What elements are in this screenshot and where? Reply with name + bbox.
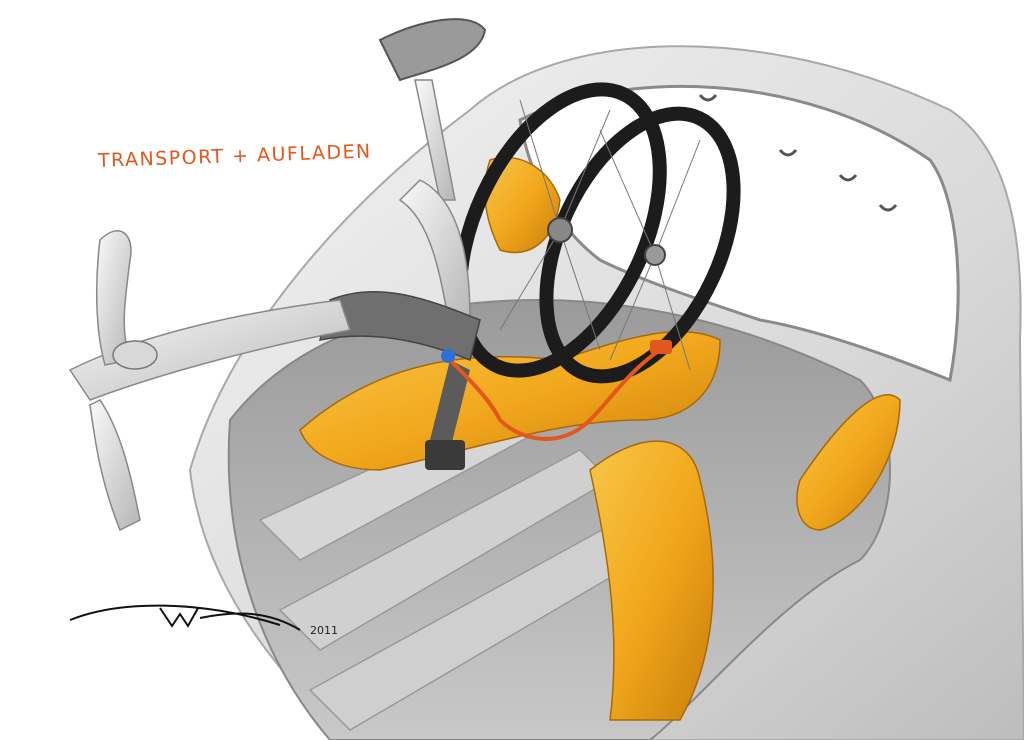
charging-plug-icon (650, 340, 672, 354)
bike-wheels (453, 82, 741, 384)
charging-cable (441, 340, 672, 441)
signature-year: 2011 (310, 624, 338, 637)
bike-frame (68, 18, 487, 532)
yellow-seat-accents (299, 156, 901, 721)
artist-signature (69, 604, 301, 631)
charging-port-icon (441, 349, 455, 363)
